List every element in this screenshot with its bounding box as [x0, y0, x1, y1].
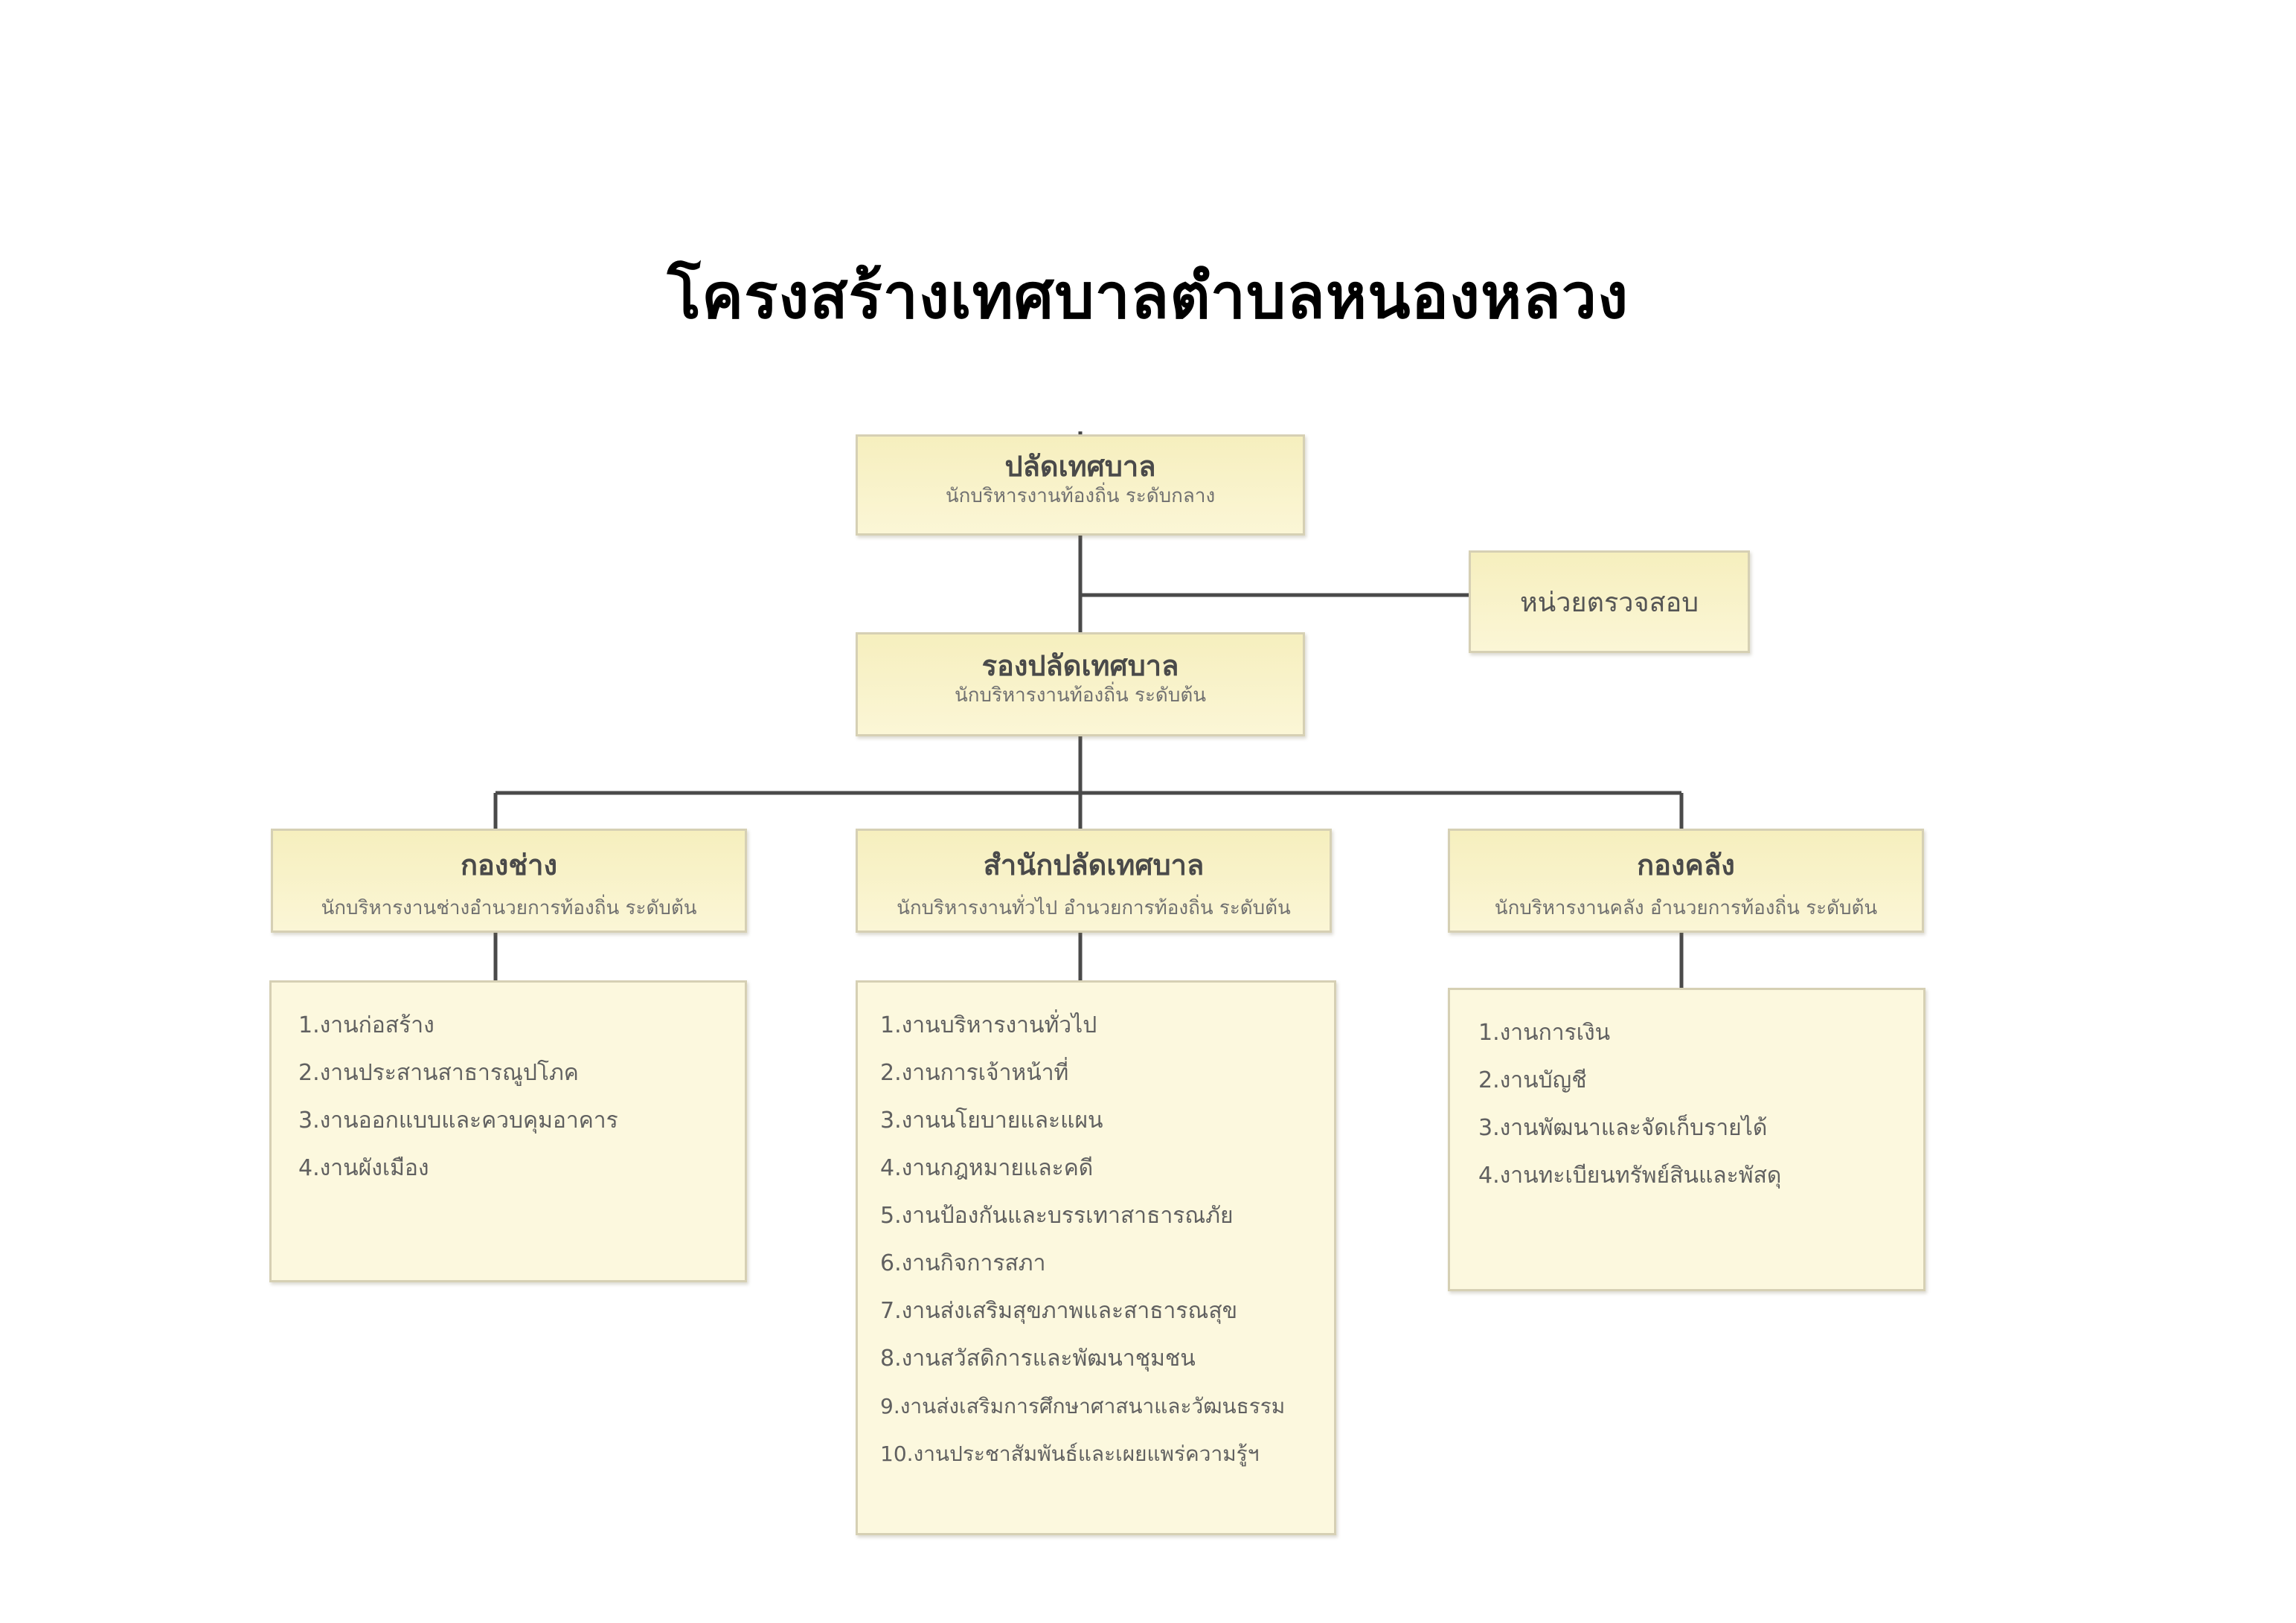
top-position-title: ปลัดเทศบาล	[1004, 450, 1156, 483]
audit-unit-title: หน่วยตรวจสอบ	[1519, 587, 1699, 618]
list-item: 2.งานการเจ้าหน้าที่	[880, 1060, 1069, 1086]
list-item: 1.งานการเงิน	[1478, 1020, 1611, 1046]
list-item: 5.งานป้องกันและบรรเทาสาธารณภัย	[880, 1203, 1234, 1229]
department-box-engineering: กองช่าง นักบริหารงานช่างอำนวยการท้องถิ่น…	[271, 829, 747, 933]
list-item: 7.งานส่งเสริมสุขภาพและสาธารณสุข	[880, 1298, 1238, 1324]
top-position-subtitle: นักบริหารงานท้องถิ่น ระดับกลาง	[945, 484, 1216, 507]
deputy-position-subtitle: นักบริหารงานท้องถิ่น ระดับต้น	[955, 684, 1206, 707]
list-item: 2.งานประสานสาธารณูปโภค	[298, 1060, 579, 1086]
chart-title: โครงสร้างเทศบาลตำบลหนองหลวง	[667, 260, 1629, 332]
department-title: กองช่าง	[460, 849, 558, 881]
department-subtitle: นักบริหารงานทั่วไป อำนวยการท้องถิ่น ระดั…	[897, 896, 1291, 919]
list-item: 4.งานทะเบียนทรัพย์สินและพัสดุ	[1478, 1163, 1782, 1189]
department-box-finance: กองคลัง นักบริหารงานคลัง อำนวยการท้องถิ่…	[1448, 829, 1924, 933]
department-list-finance: 1.งานการเงิน 2.งานบัญชี 3.งานพัฒนาและจัด…	[1448, 988, 1925, 1291]
list-item: 8.งานสวัสดิการและพัฒนาชุมชน	[880, 1346, 1196, 1372]
list-item: 3.งานออกแบบและควบคุมอาคาร	[298, 1108, 618, 1134]
department-box-clerk-office: สำนักปลัดเทศบาล นักบริหารงานทั่วไป อำนวย…	[856, 829, 1332, 933]
department-subtitle: นักบริหารงานคลัง อำนวยการท้องถิ่น ระดับต…	[1494, 896, 1878, 919]
deputy-position-title: รองปลัดเทศบาล	[981, 649, 1179, 682]
list-item: 2.งานบัญชี	[1478, 1067, 1587, 1093]
department-list-clerk-office: 1.งานบริหารงานทั่วไป 2.งานการเจ้าหน้าที่…	[856, 980, 1336, 1535]
list-item: 1.งานก่อสร้าง	[298, 1012, 434, 1038]
list-item: 3.งานพัฒนาและจัดเก็บรายได้	[1478, 1115, 1768, 1141]
top-position-box: ปลัดเทศบาล นักบริหารงานท้องถิ่น ระดับกลา…	[856, 434, 1305, 536]
department-title: กองคลัง	[1637, 849, 1735, 881]
list-item: 3.งานนโยบายและแผน	[880, 1108, 1103, 1134]
list-item: 1.งานบริหารงานทั่วไป	[880, 1012, 1097, 1038]
list-item: 6.งานกิจการสภา	[880, 1250, 1046, 1276]
department-list-engineering: 1.งานก่อสร้าง 2.งานประสานสาธารณูปโภค 3.ง…	[269, 980, 747, 1282]
list-item: 4.งานกฎหมายและคดี	[880, 1155, 1094, 1181]
deputy-position-box: รองปลัดเทศบาล นักบริหารงานท้องถิ่น ระดับ…	[856, 632, 1305, 736]
list-item: 9.งานส่งเสริมการศึกษาศาสนาและวัฒนธรรม	[880, 1394, 1286, 1418]
list-item: 4.งานผังเมือง	[298, 1155, 429, 1181]
audit-unit-box: หน่วยตรวจสอบ	[1469, 550, 1750, 653]
list-item: 10.งานประชาสัมพันธ์และเผยแพร่ความรู้ฯ	[880, 1442, 1260, 1466]
department-subtitle: นักบริหารงานช่างอำนวยการท้องถิ่น ระดับต้…	[321, 896, 697, 919]
department-title: สำนักปลัดเทศบาล	[983, 849, 1205, 881]
